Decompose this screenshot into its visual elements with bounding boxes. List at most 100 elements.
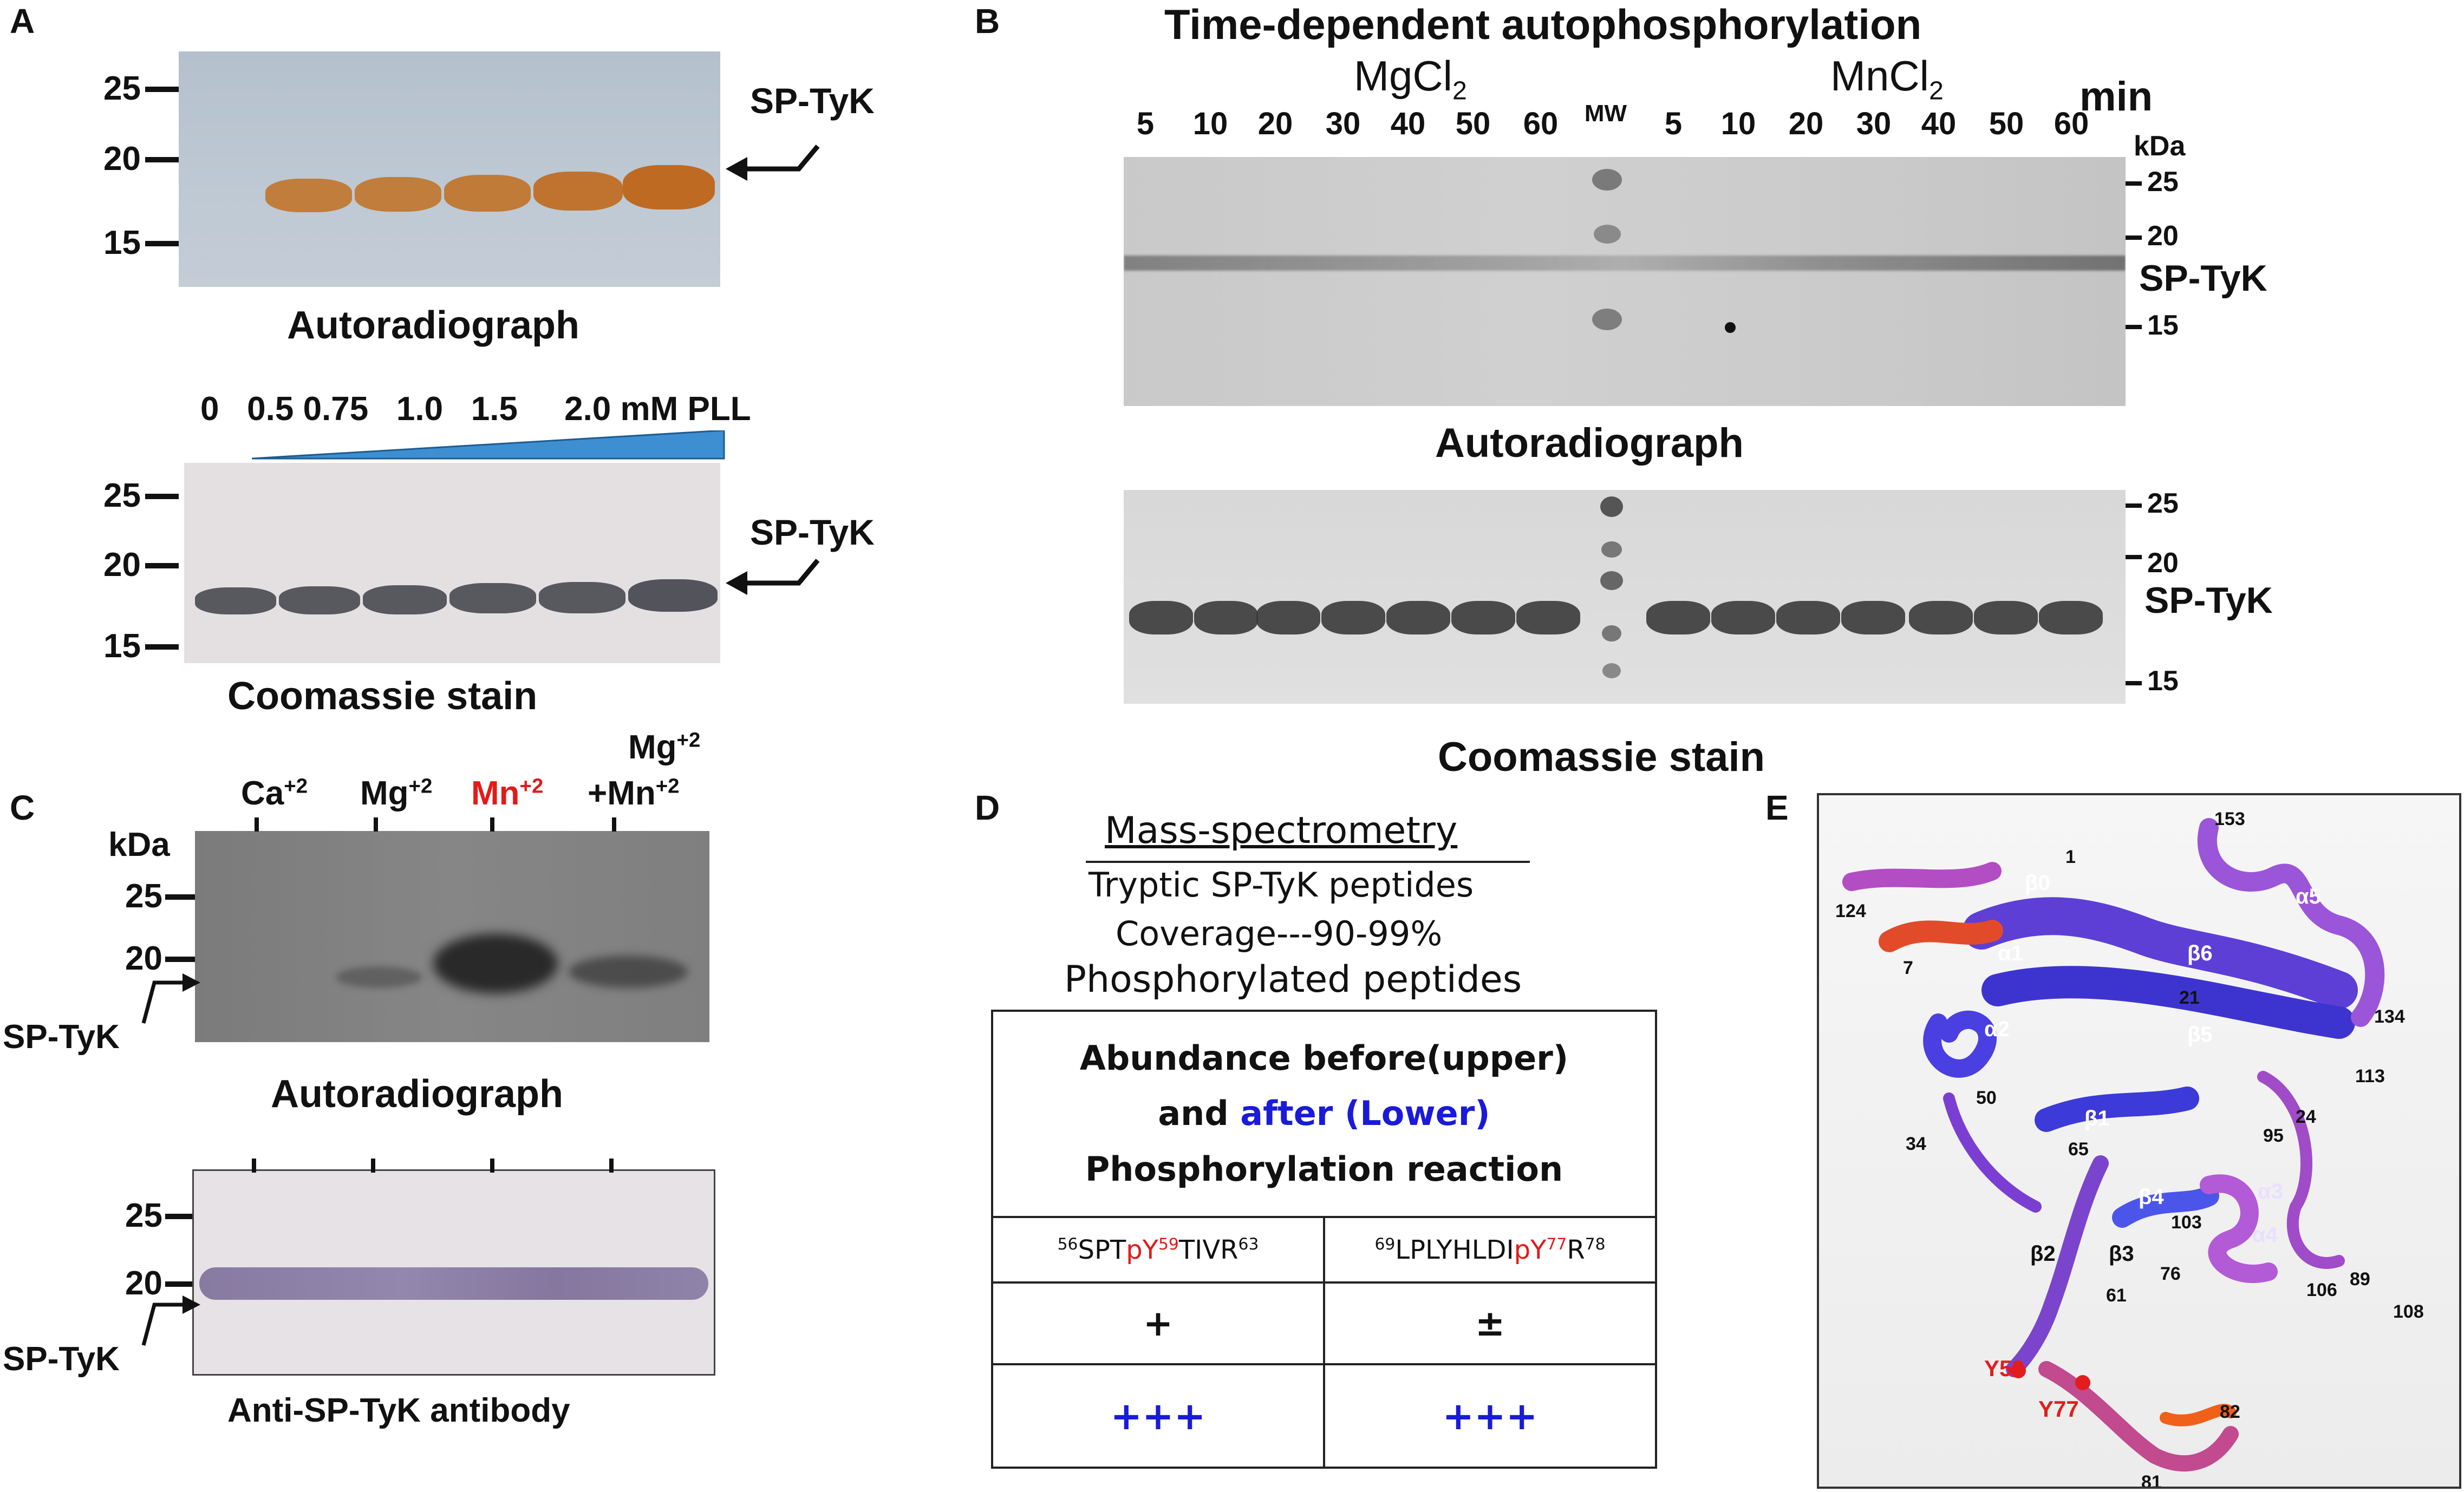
panel-c-band-label-bottom: SP-TyK — [3, 1340, 120, 1378]
panel-c-mn-sup: +2 — [519, 774, 544, 798]
panel-e-residue-label: 50 — [1976, 1088, 1997, 1108]
panel-e-residue-label: 95 — [2263, 1125, 2284, 1146]
panel-e-ss-label: α3 — [2258, 1180, 2283, 1203]
panel-b-rmw-25: 25 — [2147, 166, 2179, 198]
panel-a-bmw-25: 25 — [103, 477, 141, 514]
panel-c-bmw-20: 20 — [125, 1265, 162, 1302]
panel-b-mw-marker-1 — [1592, 169, 1622, 191]
panel-d-peptide-2: 69LPLYHLDIpY77R78 — [1323, 1216, 1657, 1284]
panel-d-line1: Tryptic SP-TyK peptides — [1088, 865, 1474, 905]
panel-e-ss-label: β6 — [2187, 941, 2213, 965]
panel-c-ca: Ca+2 — [241, 774, 308, 813]
pep1-post: TIVR — [1178, 1234, 1238, 1265]
panel-c-ca-text: Ca — [241, 775, 284, 812]
panel-c-mgmn-top-text: Mg — [628, 729, 677, 766]
pep1-p: pY — [1126, 1234, 1158, 1265]
panel-b-lane-label: 40 — [1390, 106, 1426, 141]
panel-b-autorad-band-row — [1124, 256, 2126, 271]
panel-e-ss-label: α4 — [2252, 1223, 2278, 1247]
panel-b-rtick-25 — [2126, 181, 2142, 186]
panel-e-residue-label: 21 — [2179, 987, 2200, 1008]
panel-a-bmw-15: 15 — [103, 627, 141, 665]
panel-e-residue-label: 108 — [2393, 1301, 2424, 1322]
panel-c-blot2-tick-1 — [252, 1159, 256, 1173]
panel-a-mw-20: 20 — [103, 140, 141, 178]
panel-c-tick-20 — [165, 957, 195, 962]
panel-d-after-2: +++ — [1323, 1363, 1657, 1469]
panel-c-bmw-25: 25 — [125, 1197, 162, 1234]
panel-d-table: Abundance before(upper) and after (Lower… — [991, 1010, 1657, 1469]
panel-d-table-header: Abundance before(upper) and after (Lower… — [991, 1010, 1657, 1218]
panel-b-lane-label: 5 — [1664, 106, 1683, 141]
panel-a-coomassie-blot — [184, 463, 720, 663]
panel-c-mw-25: 25 — [125, 878, 162, 915]
panel-b-mn-sub: 2 — [1929, 76, 1944, 106]
panel-b-mn-text: MnCl — [1830, 52, 1930, 100]
panel-e-letter: E — [1765, 788, 1789, 827]
panel-b-crmw-15: 15 — [2147, 665, 2179, 697]
panel-a-band-3 — [444, 175, 531, 212]
panel-c-band-mg — [336, 966, 422, 988]
panel-e-ribbon — [1842, 818, 2385, 1471]
panel-e-residue-label: 1 — [2065, 847, 2076, 867]
pep1-end: 63 — [1238, 1234, 1259, 1254]
panel-a-cband-5 — [539, 582, 625, 613]
pep2-post: R — [1567, 1234, 1585, 1265]
panel-c-ca-sup: +2 — [284, 774, 308, 798]
panel-b-lane-label: 5 — [1136, 106, 1155, 141]
panel-b-lane-label: 20 — [1257, 106, 1293, 141]
panel-c-mw-20: 20 — [125, 940, 162, 977]
panel-b-coomassie-band — [1129, 601, 1193, 634]
panel-a-autorad-blot — [179, 51, 720, 287]
panel-c-mgmn-bot-text: +Mn — [588, 775, 656, 812]
panel-b-lane-label: MW — [1584, 100, 1627, 127]
panel-b-lane-label: 10 — [1192, 106, 1228, 141]
panel-a-btick-15 — [145, 644, 179, 650]
panel-b-band-label-bottom: SP-TyK — [2144, 580, 2273, 621]
panel-a-stain-caption: Coomassie stain — [227, 675, 538, 718]
panel-b-coomassie-band — [1974, 601, 2038, 634]
pep1-start: 56 — [1057, 1234, 1078, 1254]
panel-a-mw-15: 15 — [103, 224, 141, 261]
panel-a-pll-wedge — [252, 430, 725, 460]
panel-d-letter: D — [975, 788, 1000, 827]
panel-b-stain-caption: Coomassie stain — [1438, 734, 1765, 780]
panel-e-ss-label: α5 — [2296, 885, 2321, 908]
panel-c-blot2-tick-3 — [490, 1159, 494, 1173]
panel-e-ss-label: β0 — [2025, 871, 2050, 895]
panel-b-lane-label: 50 — [1455, 106, 1491, 141]
panel-a-tick-15 — [145, 241, 179, 246]
panel-c-mgmn-bot: +Mn+2 — [588, 774, 680, 813]
panel-b-lane-label: 30 — [1856, 106, 1892, 141]
panel-d-table-header-row: Abundance before(upper) and after (Lower… — [991, 1010, 1657, 1218]
panel-b-mg-text: MgCl — [1354, 52, 1453, 100]
panel-c-lane-tick-1 — [255, 817, 259, 832]
panel-c-arrow-bottom — [141, 1295, 200, 1346]
panel-a-band-4 — [533, 172, 623, 211]
panel-b-letter: B — [975, 2, 1000, 41]
panel-b-coomassie-band — [1256, 601, 1320, 634]
panel-b-crtick-25 — [2126, 503, 2142, 508]
panel-b-crmw-25: 25 — [2147, 488, 2179, 519]
panel-e-residue-label: 134 — [2374, 1006, 2405, 1027]
panel-a-cband-6 — [628, 579, 718, 612]
panel-c-band-label-top: SP-TyK — [3, 1018, 120, 1056]
panel-b-c-mw-4 — [1602, 625, 1621, 642]
panel-a-cband-1 — [195, 587, 276, 614]
panel-b-mg-sub: 2 — [1452, 76, 1467, 106]
panel-b-c-mw-5 — [1602, 663, 1621, 678]
panel-a-arrow-bottom — [726, 559, 820, 595]
panel-c-lane-tick-2 — [374, 817, 378, 832]
panel-d-head-line3: Phosphorylation reaction — [1085, 1149, 1563, 1189]
panel-c-mgmn-top: Mg+2 — [628, 728, 700, 767]
panel-e-residue-label: 76 — [2160, 1264, 2181, 1284]
panel-d-before-1: + — [991, 1281, 1325, 1365]
panel-c-mn: Mn+2 — [471, 774, 543, 813]
panel-c-blot2-tick-2 — [371, 1159, 375, 1173]
panel-b-coomassie-band — [1516, 601, 1580, 634]
panel-a-cband-2 — [279, 586, 360, 614]
panel-c-blot2-tick-4 — [609, 1159, 614, 1173]
panel-e-y59: Y59 — [1984, 1356, 2025, 1381]
panel-a-band-label-bottom: SP-TyK — [750, 512, 875, 552]
panel-a-cband-4 — [449, 583, 536, 613]
